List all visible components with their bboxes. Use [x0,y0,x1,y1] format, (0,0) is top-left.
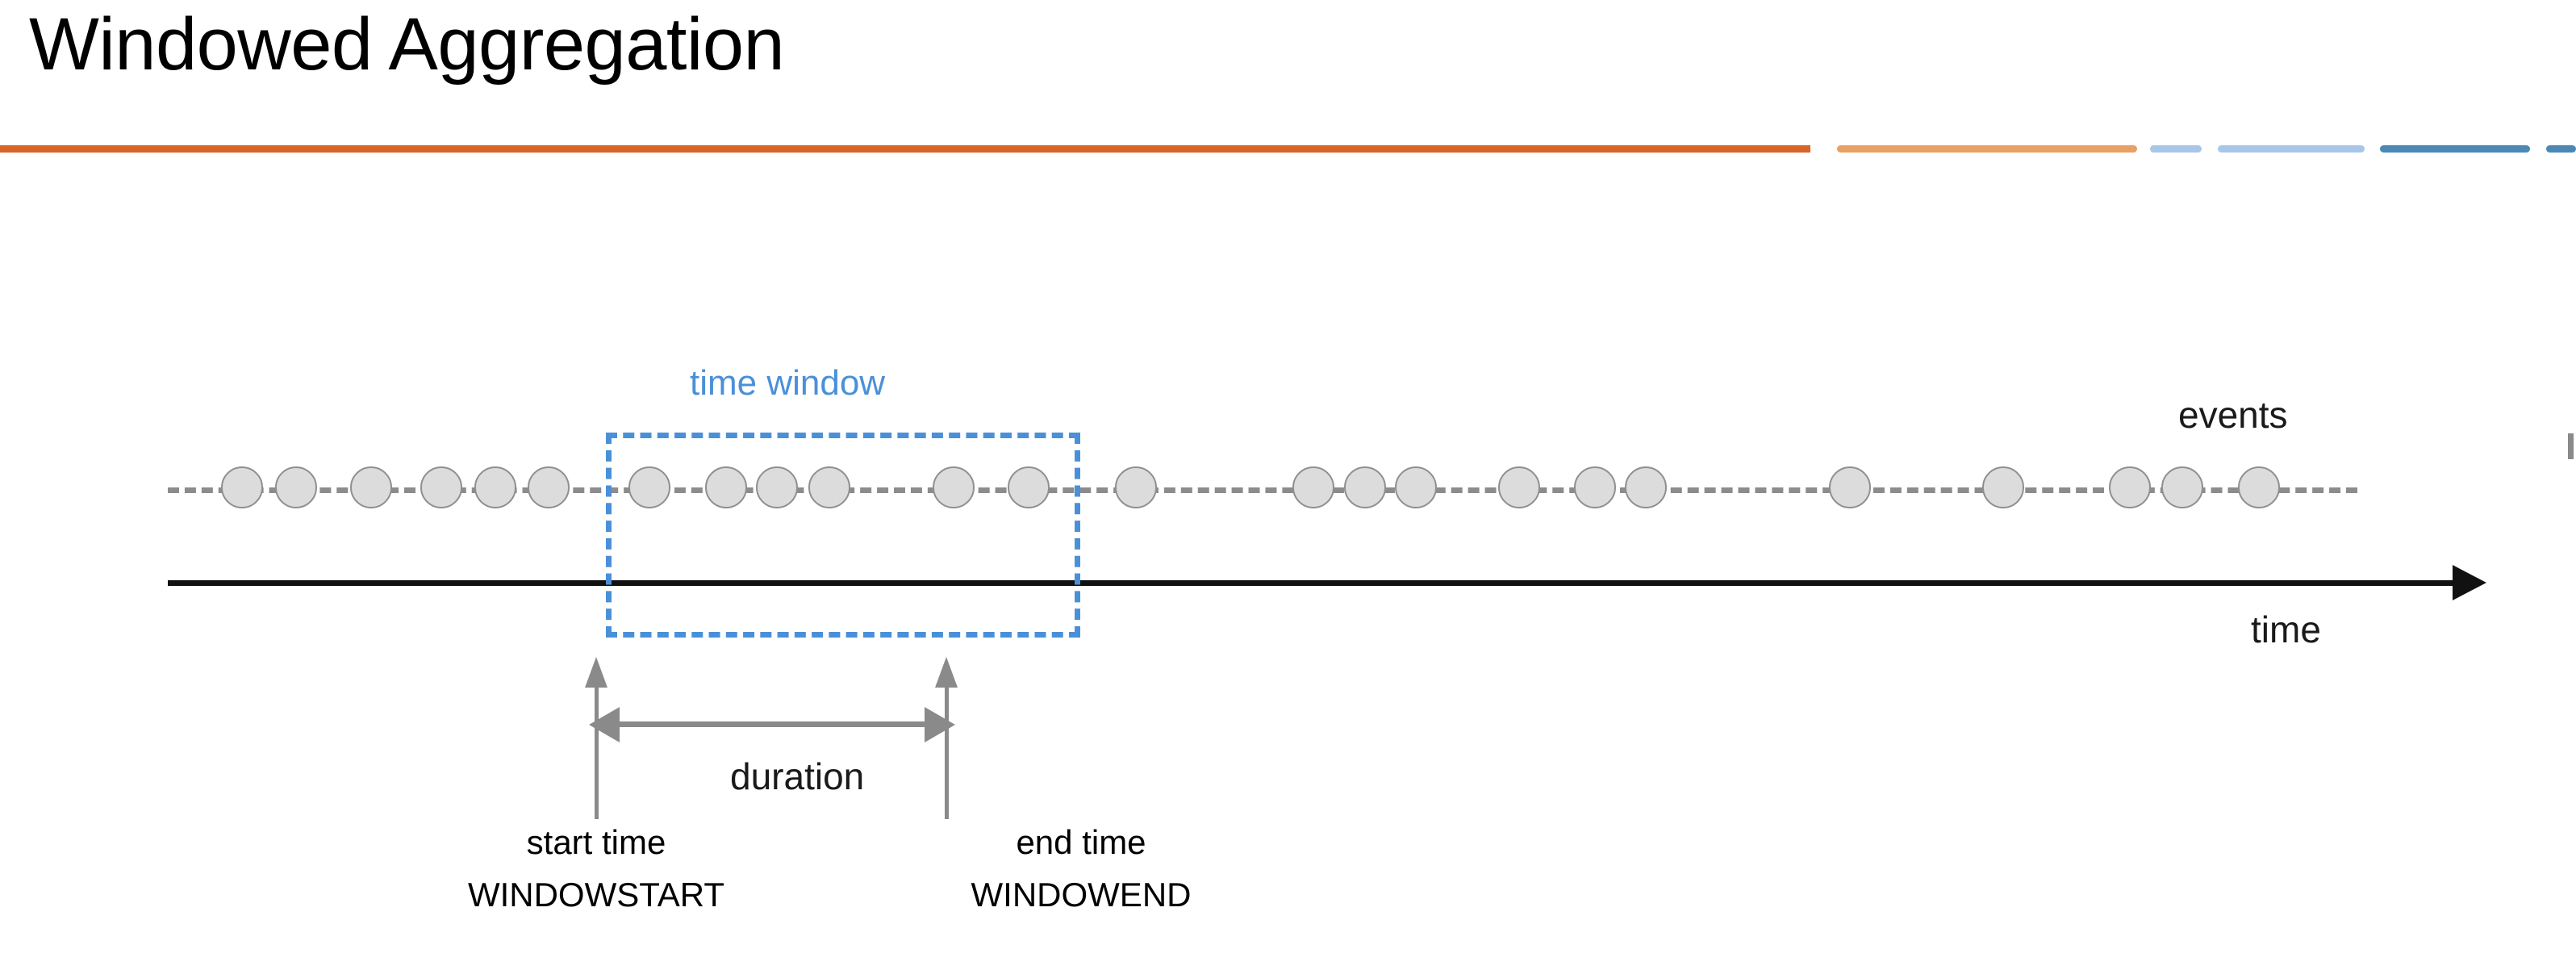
event-dot [1395,466,1437,508]
medium-blue-rule-a [2380,145,2530,153]
start-time-caption: start time [526,823,666,861]
event-dot [756,466,798,508]
light-blue-rule-a [2150,145,2202,153]
event-dot [528,466,570,508]
event-dot [2238,466,2280,508]
event-dot [1574,466,1616,508]
event-dot [1008,466,1050,508]
event-dot [628,466,670,508]
time-window-box [606,433,1080,638]
time-axis-line [168,580,2459,586]
event-dot [474,466,516,508]
event-dot [2109,466,2151,508]
time-window-label: time window [690,363,886,403]
event-dot [1498,466,1540,508]
edge-artifact [2568,433,2574,459]
event-dot [420,466,462,508]
windowend-function-caption: WINDOWEND [971,876,1192,914]
time-axis-arrowhead-icon [2453,565,2486,600]
event-dot [1292,466,1334,508]
event-stream-line [168,487,2357,493]
page-title: Windowed Aggregation [29,3,785,86]
event-dot [1982,466,2024,508]
duration-label: duration [730,755,865,797]
events-label: events [2178,394,2288,436]
event-dot [350,466,392,508]
event-dot [221,466,263,508]
end-time-caption: end time [1016,823,1146,861]
medium-blue-rule-b [2546,145,2576,153]
light-orange-rule [1837,145,2137,153]
duration-arrowhead-left-icon [589,707,620,742]
windowstart-function-caption: WINDOWSTART [467,876,725,914]
end-time-marker-stem [945,678,949,819]
event-dot [705,466,747,508]
event-dot [1829,466,1871,508]
primary-orange-rule [0,145,1810,153]
time-label: time [2251,608,2321,650]
start-time-arrowhead-icon [585,657,607,688]
event-dot [808,466,850,508]
duration-arrowhead-right-icon [925,707,955,742]
event-dot [933,466,975,508]
event-dot [275,466,317,508]
duration-arrow-line [618,721,928,727]
end-time-arrowhead-icon [935,657,958,688]
event-dot [1344,466,1386,508]
light-blue-rule-b [2218,145,2365,153]
event-dot [1625,466,1667,508]
event-dot [1115,466,1157,508]
event-dot [2161,466,2203,508]
start-time-marker-stem [595,678,599,819]
